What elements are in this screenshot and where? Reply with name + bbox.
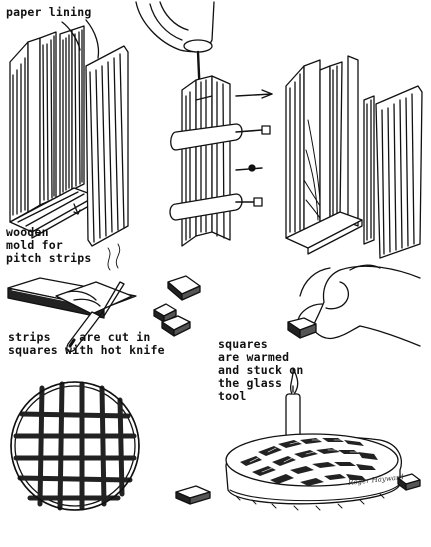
strips-cut-label: strips are cut in squares with hot knife	[8, 330, 165, 357]
warming-square-drawing	[285, 264, 421, 439]
pitch-strips-mold-drawing	[285, 55, 423, 259]
cutting-strips-drawing	[7, 243, 201, 353]
wooden-mold-label: wooden mold for pitch strips	[6, 225, 92, 265]
pouring-mold-drawing	[135, 1, 273, 247]
lap-grid-drawing	[10, 381, 140, 511]
paper-lining-label: paper lining	[6, 5, 92, 19]
glass-tool-drawing	[175, 433, 421, 511]
open-mold-drawing	[9, 19, 129, 247]
squares-warmed-label: squares are warmed and stuck on the glas…	[218, 337, 304, 403]
